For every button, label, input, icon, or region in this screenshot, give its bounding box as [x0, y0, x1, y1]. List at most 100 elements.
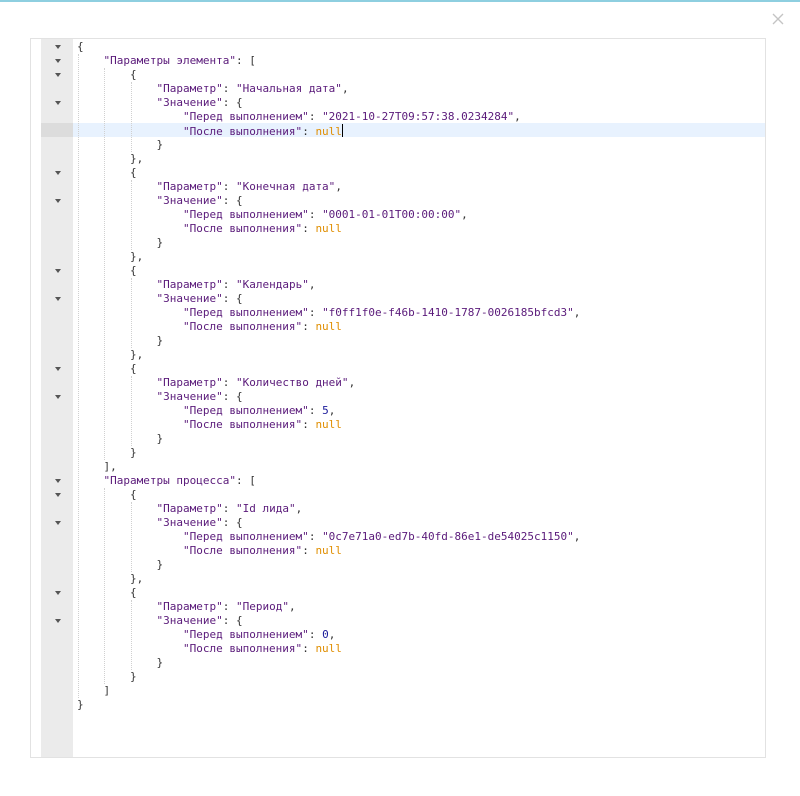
string-token: "Значение" [156, 194, 223, 207]
punctuation [77, 54, 104, 67]
fold-toggle-icon[interactable] [55, 73, 61, 77]
fold-toggle-icon[interactable] [55, 479, 61, 483]
string-token: "После выполнения" [182, 544, 303, 557]
code-line: { [77, 68, 580, 82]
punctuation [77, 404, 183, 417]
punctuation: , [514, 110, 521, 123]
punctuation: }, [77, 250, 144, 263]
punctuation: } [77, 236, 164, 249]
punctuation: , [328, 628, 336, 641]
punctuation: ] [77, 684, 111, 697]
fold-toggle-icon[interactable] [55, 171, 61, 175]
indent-guide [104, 488, 106, 684]
punctuation [77, 320, 183, 333]
punctuation: : [302, 320, 316, 333]
code-line: "Значение": { [77, 194, 580, 208]
punctuation [77, 530, 183, 543]
punctuation: : [222, 502, 236, 515]
string-token: "Конечная дата" [235, 180, 336, 193]
string-token: "Значение" [156, 292, 223, 305]
fold-toggle-icon[interactable] [55, 101, 61, 105]
fold-toggle-icon[interactable] [55, 45, 61, 49]
fold-toggle-icon[interactable] [55, 367, 61, 371]
code-line: { [77, 362, 580, 376]
punctuation: } [77, 670, 137, 683]
fold-toggle-icon[interactable] [55, 59, 61, 63]
string-token: "Параметры элемента" [103, 54, 236, 67]
indent-guide [130, 180, 132, 250]
code-line: ], [77, 460, 580, 474]
punctuation: : [302, 642, 316, 655]
code-line: } [77, 656, 580, 670]
punctuation: : [ [235, 54, 256, 67]
string-token: "Параметр" [156, 600, 223, 613]
string-token: "Значение" [156, 516, 223, 529]
code-line: "Параметр": "Период", [77, 600, 580, 614]
fold-toggle-icon[interactable] [55, 619, 61, 623]
punctuation: { [77, 40, 84, 53]
code-line: "После выполнения": null [77, 642, 580, 656]
indent-guide [78, 54, 79, 698]
punctuation [77, 376, 156, 389]
fold-toggle-icon[interactable] [55, 269, 61, 273]
text-cursor [341, 124, 343, 137]
number-token: 5 [322, 404, 329, 417]
null-keyword: null [315, 418, 342, 431]
punctuation: } [77, 432, 164, 445]
string-token: "Количество дней" [235, 376, 349, 389]
string-token: "После выполнения" [182, 642, 303, 655]
code-line: "Параметр": "Количество дней", [77, 376, 580, 390]
string-token: "0001-01-01T00:00:00" [322, 208, 462, 221]
code-line: "После выполнения": null [77, 222, 580, 236]
punctuation: { [77, 488, 137, 501]
fold-toggle-icon[interactable] [55, 493, 61, 497]
code-line: }, [77, 250, 580, 264]
code-line: { [77, 264, 580, 278]
punctuation: : [ [235, 474, 256, 487]
punctuation [77, 306, 183, 319]
punctuation: : [308, 208, 323, 221]
string-token: "Начальная дата" [235, 82, 342, 95]
code-line: "Значение": { [77, 292, 580, 306]
punctuation [77, 614, 156, 627]
punctuation: { [77, 166, 137, 179]
string-token: "После выполнения" [182, 320, 303, 333]
punctuation: ], [77, 460, 117, 473]
null-keyword: null [315, 222, 342, 235]
code-line: "Значение": { [77, 614, 580, 628]
punctuation: : [308, 530, 323, 543]
code-line: "После выполнения": null [77, 124, 580, 138]
close-button[interactable] [768, 9, 788, 29]
indent-guide [130, 376, 132, 446]
fold-toggle-icon[interactable] [55, 591, 61, 595]
fold-toggle-icon[interactable] [55, 521, 61, 525]
fold-toggle-icon[interactable] [55, 199, 61, 203]
punctuation: : [308, 628, 323, 641]
top-border [0, 0, 800, 2]
code-line: "Перед выполнением": "2021-10-27T09:57:3… [77, 110, 580, 124]
punctuation: : [222, 600, 236, 613]
code-content[interactable]: { "Параметры элемента": [ { "Параметр": … [77, 40, 580, 712]
punctuation: } [77, 698, 84, 711]
indent-guide [130, 502, 132, 572]
punctuation: { [77, 68, 137, 81]
fold-toggle-icon[interactable] [55, 297, 61, 301]
code-line: "Значение": { [77, 96, 580, 110]
punctuation [77, 418, 183, 431]
null-keyword: null [315, 125, 342, 138]
close-icon [772, 13, 784, 25]
json-code-editor[interactable]: { "Параметры элемента": [ { "Параметр": … [30, 38, 766, 758]
string-token: "Перед выполнением" [182, 110, 309, 123]
null-keyword: null [315, 544, 342, 557]
punctuation: : { [222, 194, 243, 207]
punctuation: : [302, 544, 316, 557]
punctuation: : { [222, 292, 243, 305]
code-line: "Параметр": "Календарь", [77, 278, 580, 292]
punctuation: : [222, 180, 236, 193]
indent-guide [130, 82, 132, 152]
fold-toggle-icon[interactable] [55, 395, 61, 399]
code-line: { [77, 40, 580, 54]
code-line: "Перед выполнением": 5, [77, 404, 580, 418]
string-token: "Перед выполнением" [182, 208, 309, 221]
code-line: "Параметры процесса": [ [77, 474, 580, 488]
